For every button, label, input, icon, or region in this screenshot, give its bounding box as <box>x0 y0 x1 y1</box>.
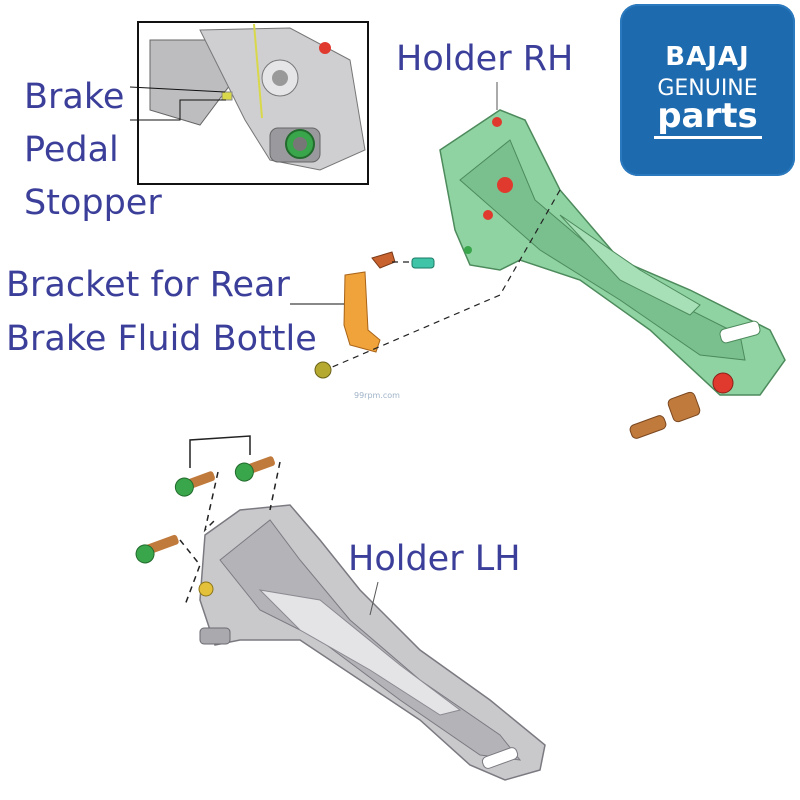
logo-line2: parts <box>657 96 758 136</box>
label-bracket-line2: Brake Fluid Bottle <box>6 319 317 359</box>
rh-assembly-lines <box>329 189 561 369</box>
label-holder-rh: Holder RH <box>396 39 574 79</box>
bracket-part <box>290 251 435 379</box>
bushing-and-pin <box>629 391 701 439</box>
label-stopper: Stopper <box>24 183 162 223</box>
label-pedal: Pedal <box>24 130 119 170</box>
lh-bolts <box>135 456 275 564</box>
watermark: 99rpm.com <box>354 391 400 400</box>
label-brake: Brake <box>24 77 125 117</box>
logo-brand: BAJAJ <box>665 42 750 72</box>
brake-pedal-stopper-inset <box>129 21 369 185</box>
bajaj-genuine-parts-logo: BAJAJ GENUINE parts <box>620 4 795 176</box>
holder-lh-leader <box>369 581 379 616</box>
holder-lh-part <box>198 504 546 781</box>
logo-line1: GENUINE <box>657 76 758 101</box>
holder-rh-part <box>439 109 786 396</box>
logo-underline <box>654 136 762 139</box>
lh-assembly-lines <box>179 435 281 606</box>
label-bracket-line1: Bracket for Rear <box>6 265 290 305</box>
label-holder-lh: Holder LH <box>348 539 521 579</box>
